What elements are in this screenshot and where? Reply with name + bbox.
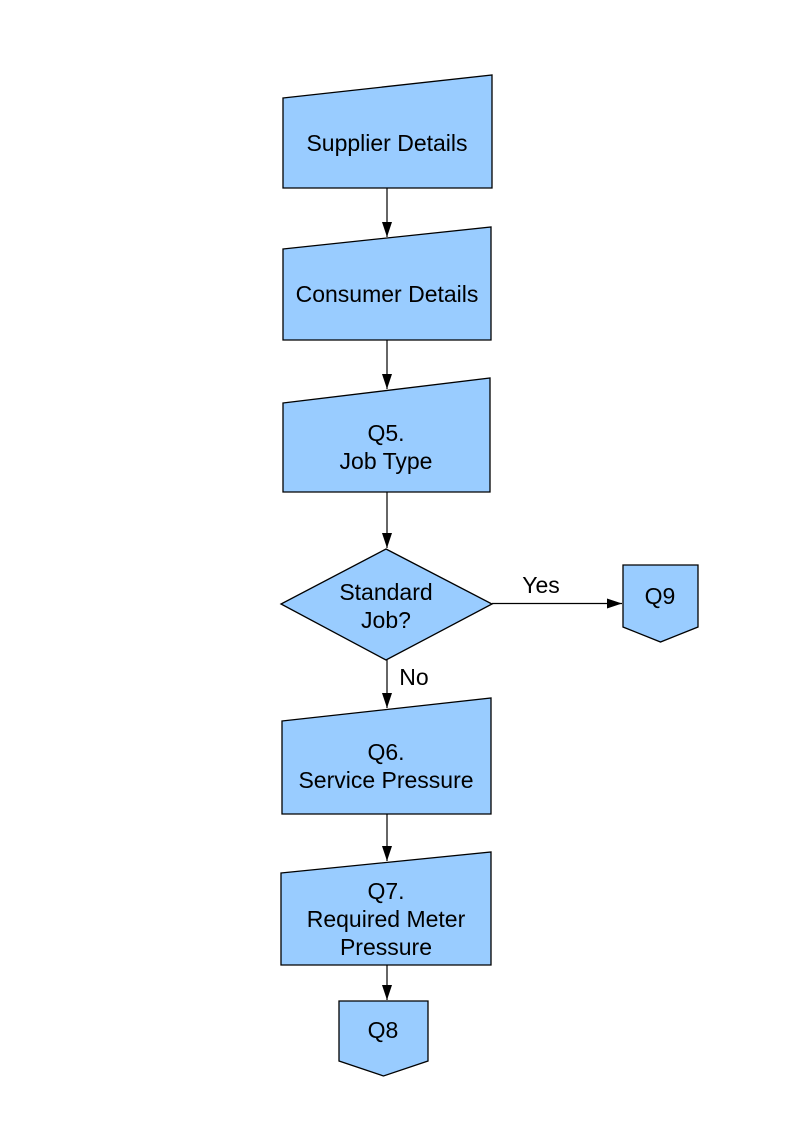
off-page-connector-shape-q8: [338, 1000, 429, 1077]
node-label-standard-job: Standard Job?: [339, 579, 433, 633]
node-label-supplier-details: Supplier Details: [306, 130, 468, 156]
manual-input-shape-supplier-details: [282, 74, 493, 189]
manual-input-shape-q5-job-type: [282, 377, 491, 493]
off-page-connector-shape-q9: [622, 564, 699, 643]
node-label-q8: Q8: [367, 1017, 399, 1043]
edge-label-yes: Yes: [522, 572, 560, 598]
node-label-q7-required-meter-pressure: Q7. Required Meter Pressure: [306, 878, 466, 960]
manual-input-shape-q7-required-meter-pressure: [280, 851, 492, 966]
node-label-q5-job-type: Q5. Job Type: [339, 420, 433, 474]
manual-input-shape-consumer-details: [282, 226, 492, 341]
manual-input-shape-q6-service-pressure: [281, 697, 492, 815]
node-label-consumer-details: Consumer Details: [295, 281, 479, 307]
node-label-q9: Q9: [644, 583, 676, 609]
decision-shape-standard-job: [279, 548, 494, 661]
edge-label-no: No: [399, 664, 429, 690]
node-label-q6-service-pressure: Q6. Service Pressure: [298, 739, 474, 793]
